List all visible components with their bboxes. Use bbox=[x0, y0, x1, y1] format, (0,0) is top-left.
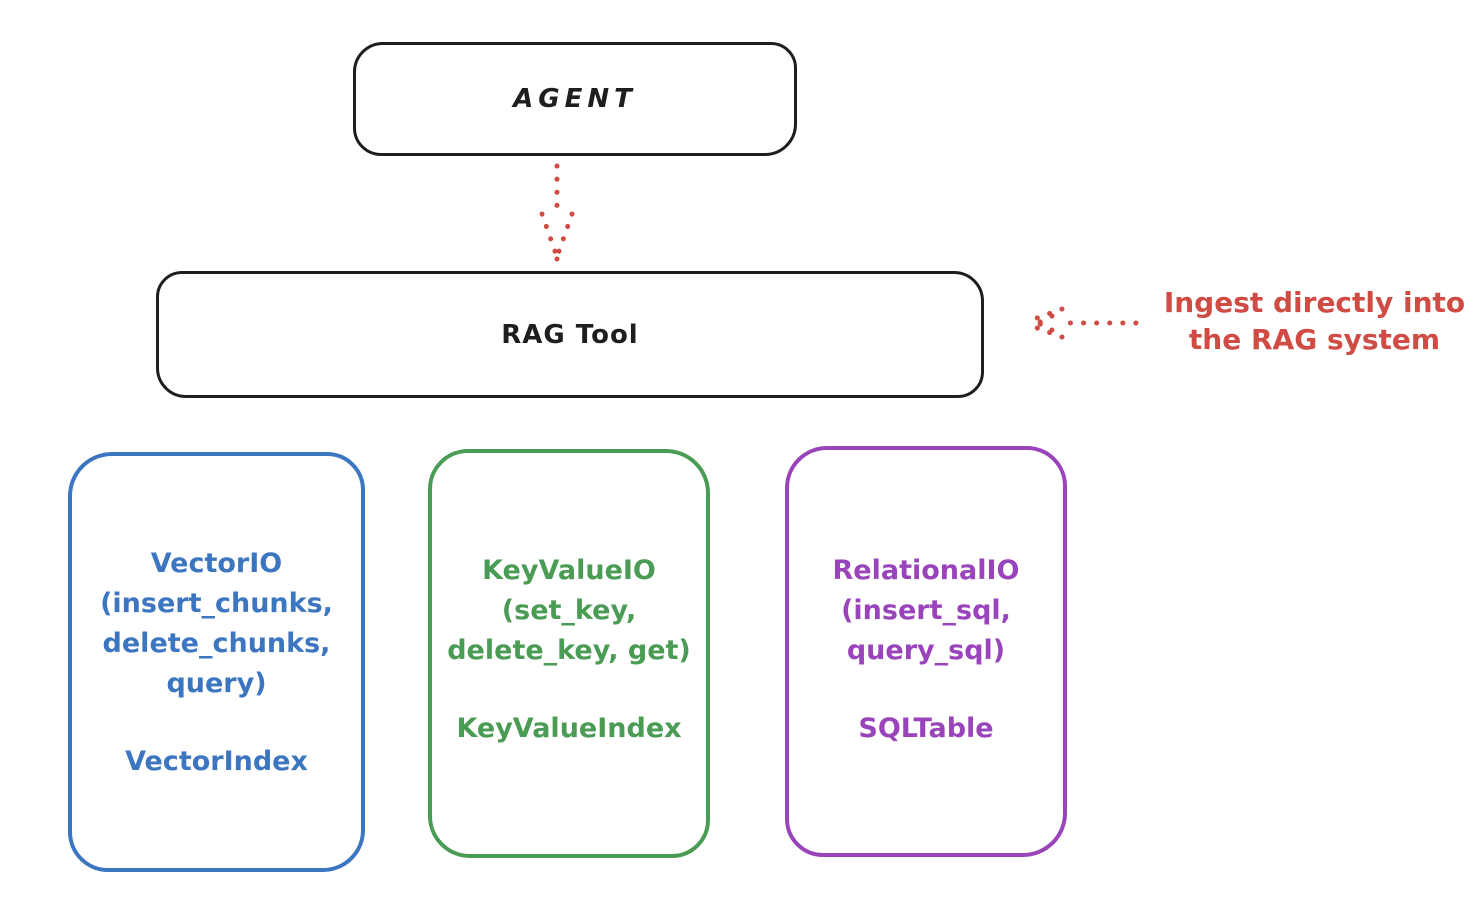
rag-tool-label: RAG Tool bbox=[501, 319, 639, 350]
relationalio-node: RelationalIO (insert_sql, query_sql) SQL… bbox=[785, 446, 1067, 857]
keyvalueio-line-1: KeyValueIO bbox=[482, 555, 656, 586]
vectorio-line-1: VectorIO bbox=[150, 548, 283, 579]
relationalio-line-2: (insert_sql, bbox=[841, 595, 1011, 626]
keyvalueindex-label: KeyValueIndex bbox=[456, 713, 682, 744]
ingest-annotation-arrow-icon bbox=[1023, 306, 1139, 340]
relationalio-line-3: query_sql) bbox=[846, 635, 1006, 666]
rag-tool-node: RAG Tool bbox=[156, 271, 984, 398]
vectorio-node: VectorIO (insert_chunks, delete_chunks, … bbox=[68, 452, 365, 872]
relationalio-line-1: RelationalIO bbox=[832, 555, 1020, 586]
vectorio-line-2: (insert_chunks, bbox=[100, 588, 333, 619]
vectorindex-label: VectorIndex bbox=[125, 746, 308, 777]
keyvalueio-line-3: delete_key, get) bbox=[447, 635, 691, 666]
vectorio-line-3: delete_chunks, bbox=[102, 628, 331, 659]
ingest-annotation-line2: the RAG system bbox=[1188, 323, 1441, 356]
vectorio-line-4: query) bbox=[166, 668, 267, 699]
keyvalueio-node: KeyValueIO (set_key, delete_key, get) Ke… bbox=[428, 449, 710, 858]
keyvalueio-line-2: (set_key, bbox=[501, 595, 637, 626]
ingest-annotation: Ingest directly into the RAG system bbox=[1145, 284, 1484, 358]
agent-node: AGENT bbox=[353, 42, 797, 156]
agent-label: AGENT bbox=[513, 84, 637, 114]
sqltable-label: SQLTable bbox=[858, 713, 994, 744]
ingest-annotation-line1: Ingest directly into bbox=[1163, 286, 1466, 319]
agent-to-ragtool-arrow-icon bbox=[539, 163, 575, 262]
